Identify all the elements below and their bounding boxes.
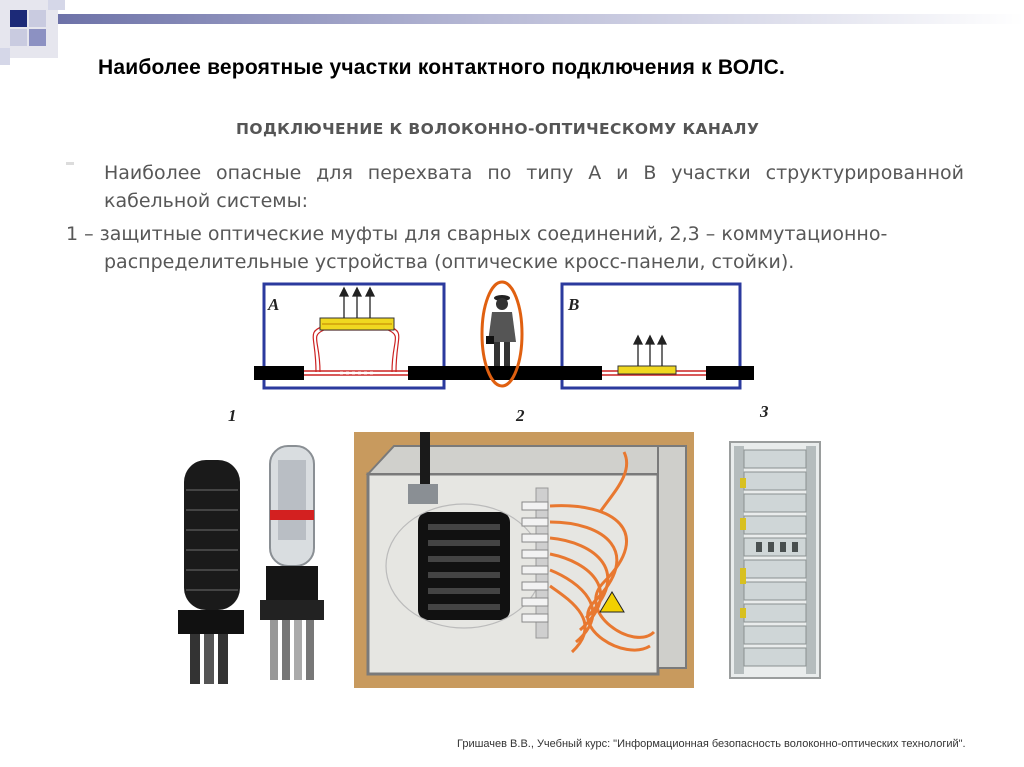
intruder-figure xyxy=(480,280,524,388)
footer-credit: Гришачев В.В., Учебный курс: "Информацио… xyxy=(457,738,966,750)
slide-title: Наиболее вероятные участки контактного п… xyxy=(98,56,786,79)
cable-segment xyxy=(254,366,304,380)
label-number-1: 1 xyxy=(228,406,237,425)
paragraph-threat-areas: Наиболее опасные для перехвата по типу А… xyxy=(104,162,964,212)
header-bar xyxy=(58,14,1024,24)
splice-element-b xyxy=(617,365,677,375)
paragraph-components-line2: распределительные устройства (оптические… xyxy=(104,251,795,273)
label-number-2: 2 xyxy=(516,406,525,425)
paragraph-components-line1: 1 – защитные оптические муфты для сварны… xyxy=(66,223,888,245)
photo-splice-closures xyxy=(178,445,324,684)
label-b: B xyxy=(567,295,579,314)
label-a: A xyxy=(267,295,279,314)
cable-segment xyxy=(706,366,754,380)
bullet-marker xyxy=(66,162,74,165)
slide-subtitle: ПОДКЛЮЧЕНИЕ К ВОЛОКОННО-ОПТИЧЕСКОМУ КАНА… xyxy=(236,120,760,138)
paragraph-components: 1 – защитные оптические муфты для сварны… xyxy=(66,220,964,276)
tap-diagram: A B xyxy=(254,280,754,390)
box-a xyxy=(262,282,446,390)
box-b xyxy=(560,282,742,390)
photo-rack xyxy=(726,438,826,682)
cable-segment xyxy=(408,366,602,380)
photo-cross-panel xyxy=(354,432,694,688)
label-number-3: 3 xyxy=(760,402,769,421)
